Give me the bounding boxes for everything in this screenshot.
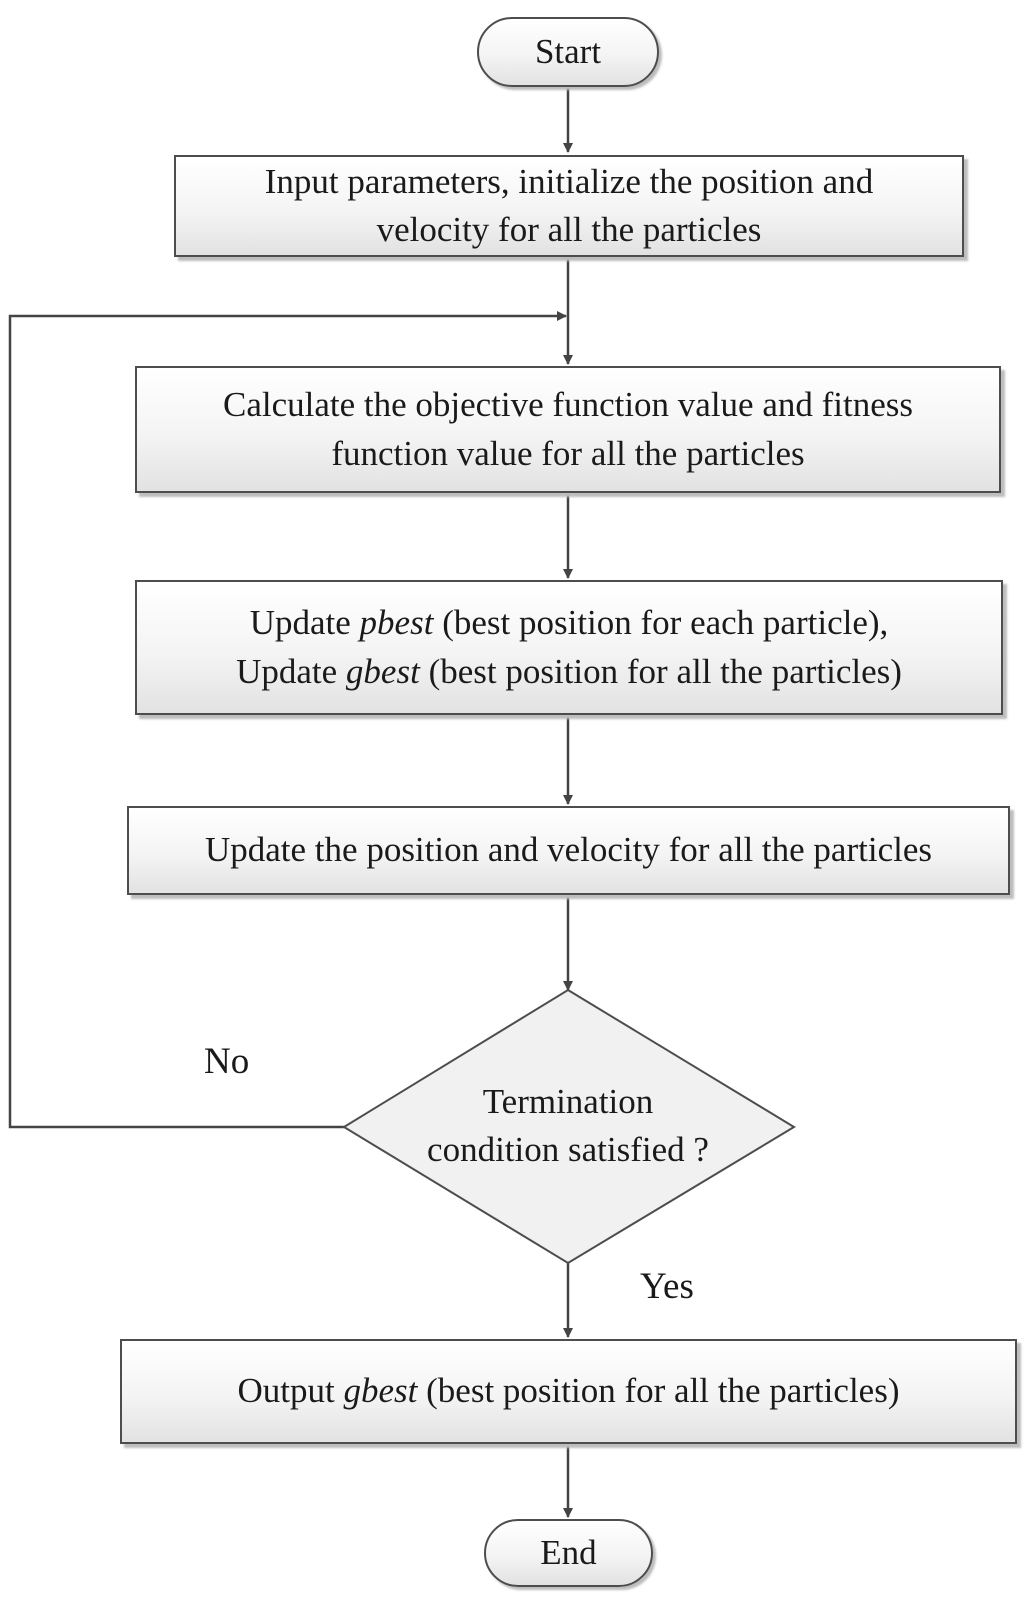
decision-label: Termination condition satisfied ? [368,1078,768,1175]
update-gbest-line: Update gbest (best position for all the … [236,651,902,691]
output-step-box: Output gbest (best position for all the … [120,1339,1017,1444]
init-step-line1: Input parameters, initialize the positio… [264,161,874,201]
decision-diamond [342,988,796,1265]
update-best-step-box: Update pbest (best position for each par… [135,580,1003,715]
update-position-step-box: Update the position and velocity for all… [127,806,1010,895]
init-step-box: Input parameters, initialize the positio… [174,155,964,257]
output-label: Output gbest (best position for all the … [237,1371,900,1411]
calculate-step-box: Calculate the objective function value a… [135,366,1001,493]
end-label: End [540,1532,597,1572]
arrow-decision-no-loop [8,311,567,1129]
pbest-term: pbest [359,603,434,643]
calculate-step-line2: function value for all the particles [331,433,805,473]
start-label: Start [534,31,602,71]
calculate-step-line1: Calculate the objective function value a… [222,385,914,425]
yes-branch-label: Yes [640,1266,694,1307]
end-terminal: End [484,1519,653,1587]
decision-line2: condition satisfied ? [427,1130,709,1170]
init-step-line2: velocity for all the particles [376,210,762,249]
output-gbest-term: gbest [343,1371,418,1411]
gbest-term: gbest [345,651,420,691]
start-terminal: Start [477,17,659,87]
no-branch-label: No [204,1041,250,1082]
update-position-label: Update the position and velocity for all… [204,830,932,870]
update-pbest-line: Update pbest (best position for each par… [249,603,889,643]
decision-line1: Termination [482,1082,654,1121]
